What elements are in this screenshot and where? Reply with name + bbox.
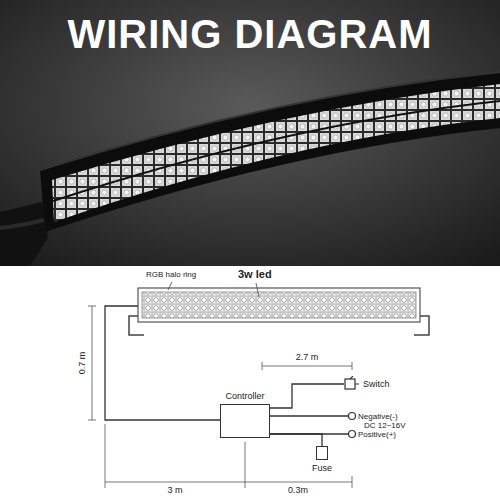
photo-background [0,0,500,266]
curved-light-bar [40,72,500,170]
dimension-line [105,476,352,488]
node-label: Switch [363,378,390,390]
node-label: Fuse [312,462,332,474]
light-bar-drawing [129,288,429,335]
fuse-symbol: Fuse [312,446,332,474]
switch-lever [350,376,359,384]
light-bar-drawing [414,316,429,335]
switch-body [344,376,360,392]
mounting-bracket [0,202,48,266]
fuse-body [316,446,328,460]
leader-line [256,283,259,297]
terminal-label: Positive(+) [358,430,396,439]
part-label: RGB halo ring [146,271,196,280]
part-label: 3w led [238,268,272,280]
controller-housing [220,404,270,438]
switch-symbol: Switch [344,376,390,392]
voltage-label: DC 12~16V [364,421,406,430]
dimension-label: 3 m [167,486,182,496]
photo-background [0,0,500,266]
terminal-label: Negative(-) [358,412,398,421]
dimension-line [262,362,352,370]
curved-light-bar [40,72,500,232]
title: WIRING DIAGRAM [67,12,432,56]
terminal [349,413,356,438]
wire [270,434,322,446]
controller-box: Controller [220,390,270,438]
terminal [349,431,356,438]
leader-line [168,282,172,290]
node-label: Controller [225,390,264,402]
light-bar-drawing [142,292,416,318]
light-bar-drawing [129,316,144,335]
curved-light-bar [52,84,500,222]
wire [270,384,344,408]
dimension-line [88,306,96,420]
dimension-label: 0.7 m [78,352,88,375]
dimension-label: 2.7 m [296,353,319,363]
wire [270,415,349,416]
curved-light-bar [40,72,500,232]
terminal [349,413,356,420]
mounting-bracket [0,220,44,228]
dimension-line [88,306,352,488]
curved-light-bar [53,101,500,201]
light-bar-drawing [138,288,420,322]
switch-body [345,379,355,389]
wire [105,306,220,420]
mounting-bracket [0,202,48,266]
dimension-label: 0.3m [288,486,308,496]
leader-line [168,282,259,297]
